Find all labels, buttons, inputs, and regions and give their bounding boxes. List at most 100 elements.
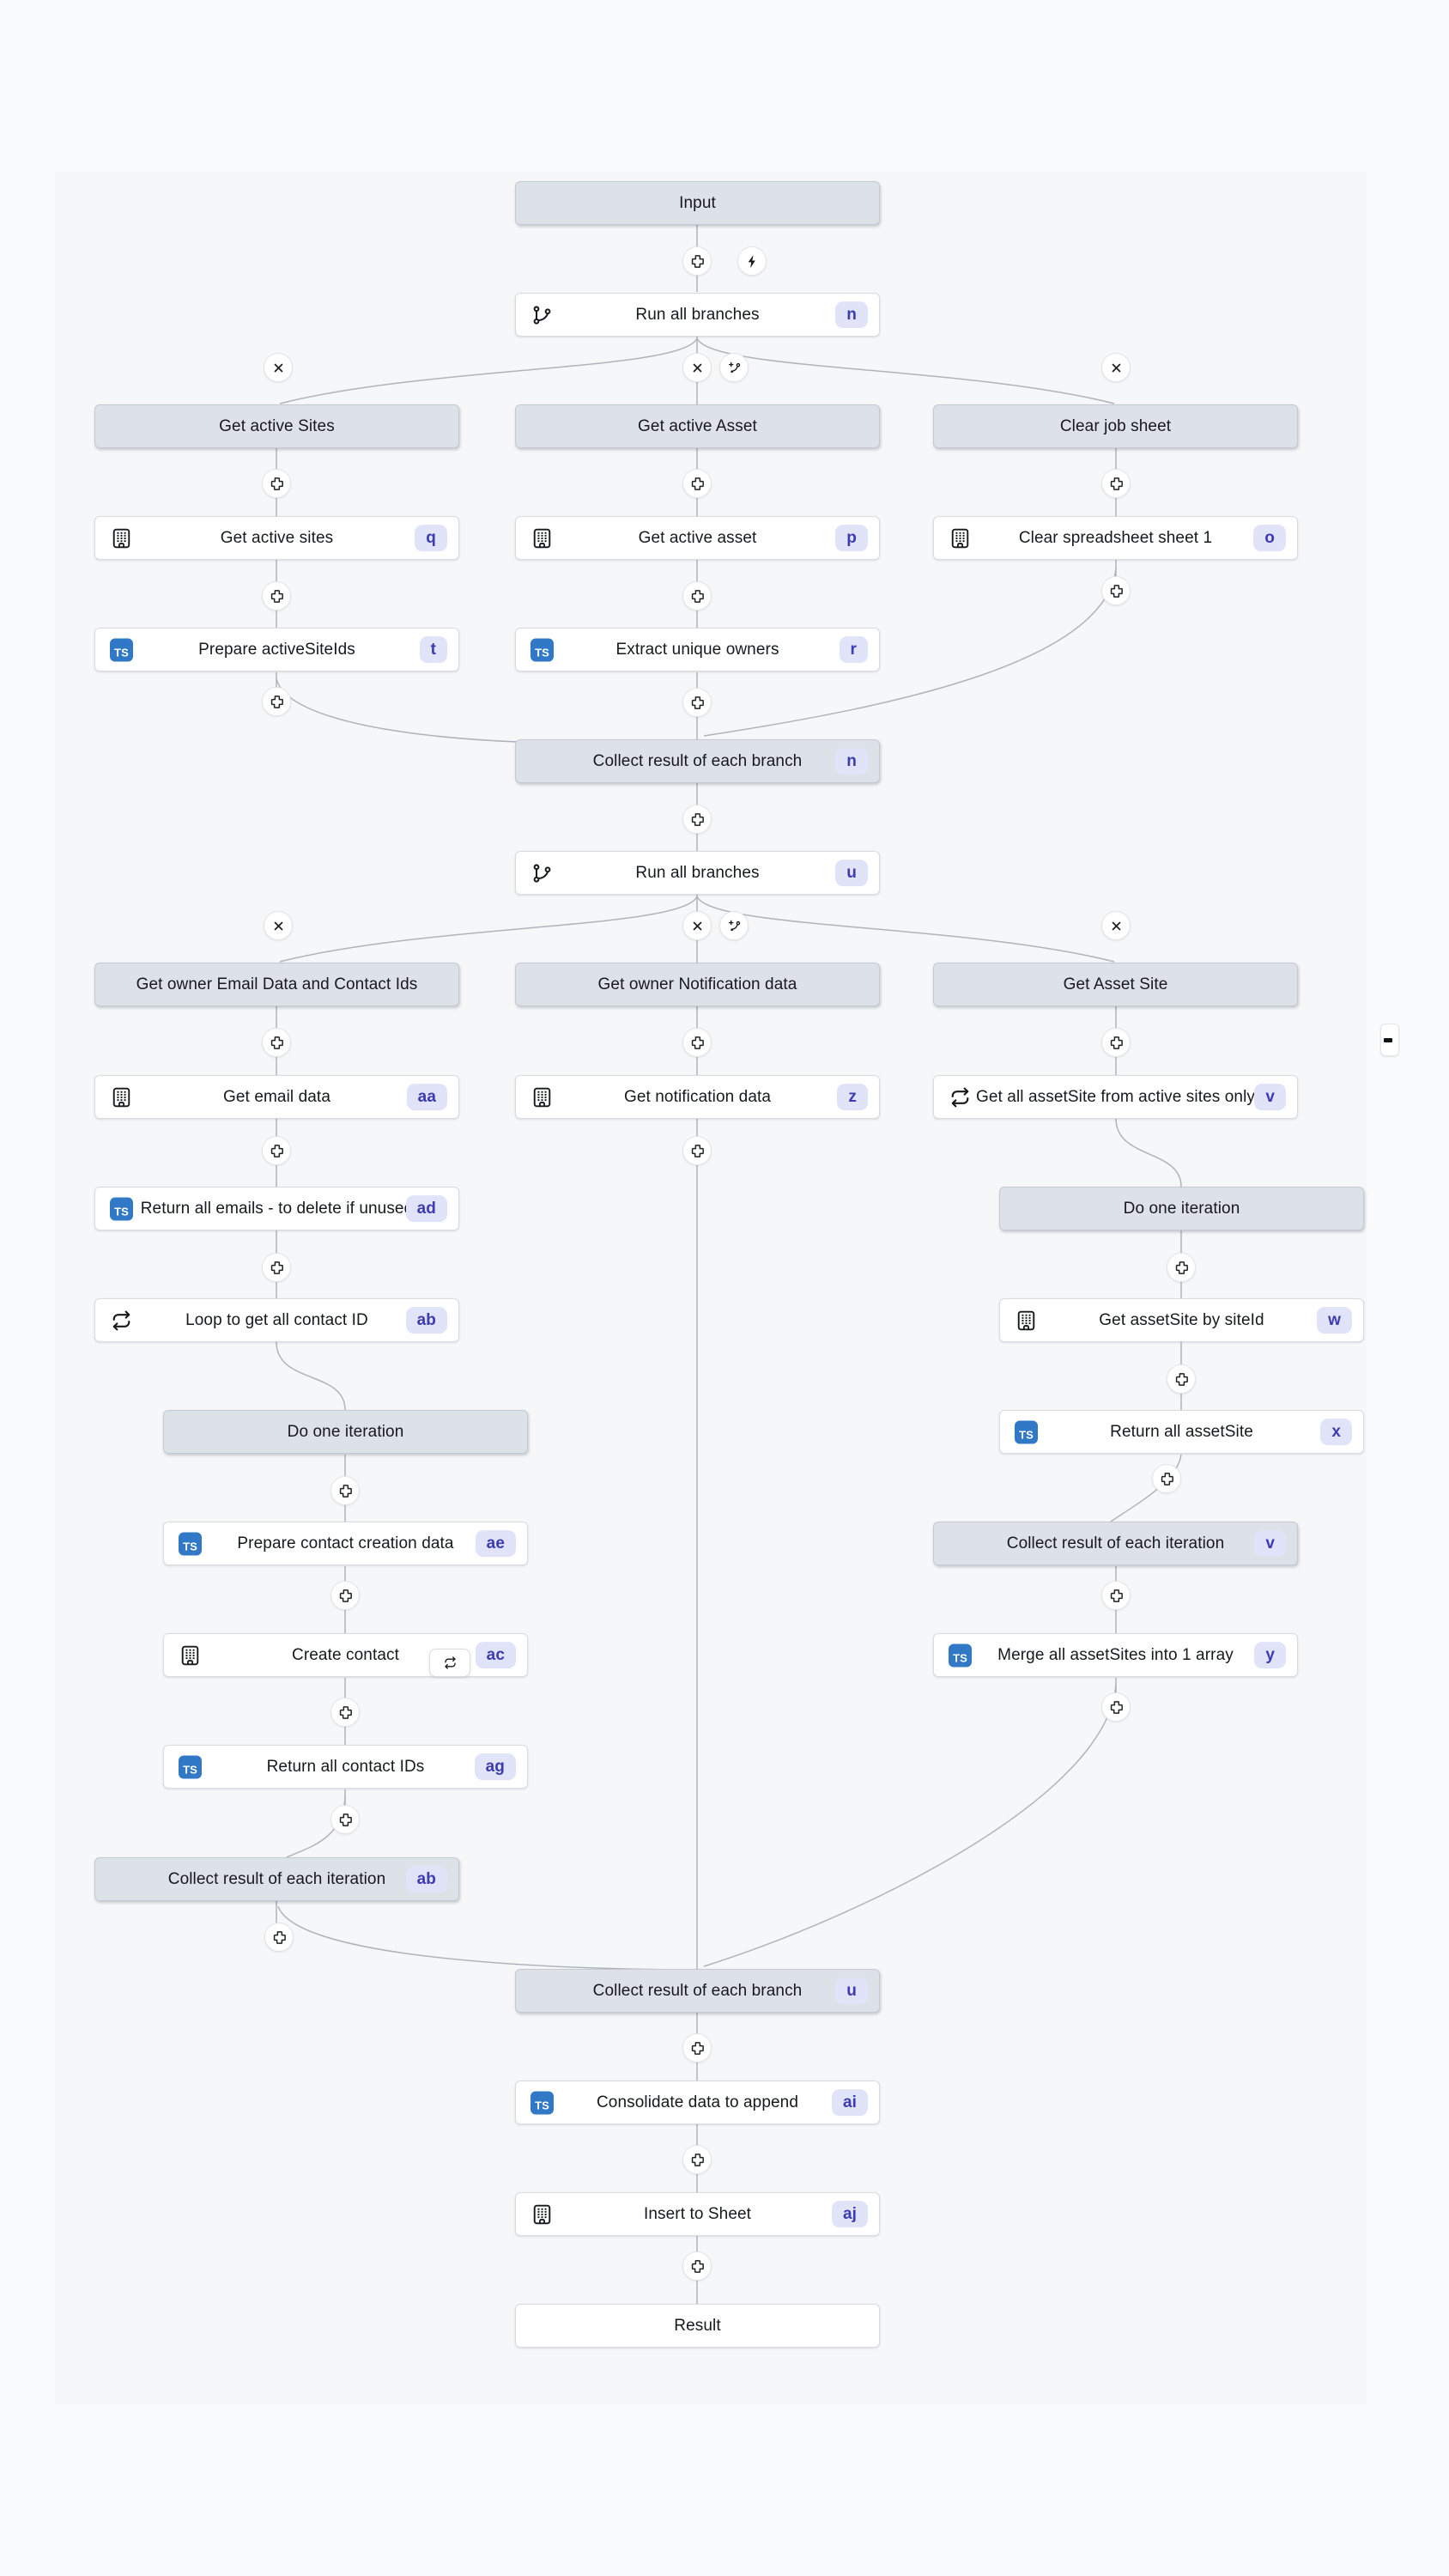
node-get-email-data[interactable]: Get email data aa	[94, 1075, 459, 1119]
plus-icon	[339, 1589, 352, 1602]
close-icon	[1112, 921, 1120, 930]
plus-icon	[270, 1036, 283, 1049]
node-create-contact[interactable]: Create contact ac	[163, 1633, 528, 1677]
node-get-active-asset[interactable]: Get active asset p	[515, 516, 880, 560]
node-input[interactable]: Input	[515, 181, 880, 225]
node-label: Get Asset Site	[1063, 975, 1168, 993]
node-label: Return all assetSite	[1110, 1422, 1253, 1441]
delete-branch-button[interactable]	[1101, 911, 1131, 940]
git-branch-icon	[530, 861, 554, 884]
add-step-button[interactable]	[682, 2033, 712, 2063]
add-step-button[interactable]	[682, 1136, 712, 1165]
node-consolidate-data-to-append[interactable]: TS Consolidate data to append ai	[515, 2081, 880, 2124]
add-step-button[interactable]	[682, 581, 712, 611]
node-badge: q	[415, 524, 447, 552]
node-collect-result-iteration-left[interactable]: Collect result of each iteration ab	[94, 1857, 459, 1901]
node-prepare-contact-creation-data[interactable]: TS Prepare contact creation data ae	[163, 1522, 528, 1565]
node-result[interactable]: Result	[515, 2304, 880, 2348]
node-return-all-assetsite[interactable]: TS Return all assetSite x	[999, 1410, 1364, 1454]
delete-branch-button[interactable]	[682, 353, 712, 382]
node-label: Consolidate data to append	[596, 2093, 798, 2111]
delete-branch-button[interactable]	[1101, 353, 1131, 382]
node-return-all-emails[interactable]: TS Return all emails - to delete if unus…	[94, 1187, 459, 1230]
node-header-do-one-iteration-left[interactable]: Do one iteration	[163, 1410, 528, 1454]
trigger-button[interactable]	[737, 246, 767, 276]
delete-branch-button[interactable]	[682, 911, 712, 940]
add-step-button[interactable]	[1101, 469, 1131, 498]
loop-icon	[110, 1309, 133, 1332]
add-step-button[interactable]	[1167, 1253, 1196, 1282]
node-header-get-active-asset[interactable]: Get active Asset	[515, 404, 880, 448]
add-step-button[interactable]	[264, 1923, 294, 1952]
add-branch-button[interactable]	[719, 911, 749, 940]
add-step-button[interactable]	[682, 2145, 712, 2174]
node-label: Collect result of each branch	[592, 1981, 803, 2000]
node-insert-to-sheet[interactable]: Insert to Sheet aj	[515, 2192, 880, 2236]
add-branch-button[interactable]	[719, 353, 749, 382]
close-icon	[274, 921, 282, 930]
node-run-all-branches-1[interactable]: Run all branches n	[515, 293, 880, 337]
node-get-active-sites[interactable]: Get active sites q	[94, 516, 459, 560]
delete-branch-button[interactable]	[264, 911, 293, 940]
add-step-button[interactable]	[682, 688, 712, 717]
add-step-button[interactable]	[1101, 1028, 1131, 1057]
retry-loop-chip[interactable]	[429, 1649, 470, 1677]
node-header-get-owner-email-data[interactable]: Get owner Email Data and Contact Ids	[94, 963, 459, 1006]
node-get-assetsite-by-siteid[interactable]: Get assetSite by siteId w	[999, 1298, 1364, 1342]
node-label: Insert to Sheet	[643, 2204, 752, 2223]
node-run-all-branches-2[interactable]: Run all branches u	[515, 851, 880, 895]
node-loop-to-get-all-contact-id[interactable]: Loop to get all contact ID ab	[94, 1298, 459, 1342]
building-icon	[179, 1643, 202, 1667]
node-header-clear-job-sheet[interactable]: Clear job sheet	[933, 404, 1298, 448]
node-badge: ab	[405, 1306, 447, 1334]
add-step-button[interactable]	[682, 1028, 712, 1057]
add-step-button[interactable]	[330, 1805, 360, 1834]
git-branch-icon	[530, 303, 554, 326]
add-step-button[interactable]	[682, 805, 712, 834]
node-clear-spreadsheet-sheet-1[interactable]: Clear spreadsheet sheet 1 o	[933, 516, 1298, 560]
node-extract-unique-owners[interactable]: TS Extract unique owners r	[515, 628, 880, 671]
node-prepare-activesiteids[interactable]: TS Prepare activeSiteIds t	[94, 628, 459, 671]
node-merge-all-assetsites[interactable]: TS Merge all assetSites into 1 array y	[933, 1633, 1298, 1677]
add-step-button[interactable]	[262, 469, 291, 498]
add-step-button[interactable]	[682, 246, 712, 276]
delete-branch-button[interactable]	[264, 353, 293, 382]
add-step-button[interactable]	[262, 687, 291, 716]
add-step-button[interactable]	[330, 1581, 360, 1610]
node-label: Collect result of each iteration	[1006, 1534, 1225, 1552]
plus-icon	[691, 1036, 704, 1049]
plus-icon	[339, 1484, 352, 1498]
node-return-all-contact-ids[interactable]: TS Return all contact IDs ag	[163, 1745, 528, 1789]
canvas-side-control[interactable]	[1380, 1024, 1399, 1056]
node-collect-result-branch-1[interactable]: Collect result of each branch n	[515, 739, 880, 783]
add-step-button[interactable]	[262, 1028, 291, 1057]
add-step-button[interactable]	[330, 1476, 360, 1505]
add-step-button[interactable]	[1101, 1581, 1131, 1610]
node-label: Prepare contact creation data	[237, 1534, 454, 1552]
node-get-notification-data[interactable]: Get notification data z	[515, 1075, 880, 1119]
add-step-button[interactable]	[330, 1698, 360, 1727]
node-header-do-one-iteration-right[interactable]: Do one iteration	[999, 1187, 1364, 1230]
add-step-button[interactable]	[1101, 576, 1131, 605]
node-badge: y	[1254, 1641, 1286, 1669]
typescript-icon: TS	[110, 638, 133, 661]
node-header-get-asset-site[interactable]: Get Asset Site	[933, 963, 1298, 1006]
node-label: Collect result of each branch	[592, 751, 803, 770]
node-get-all-assetsite[interactable]: Get all assetSite from active sites only…	[933, 1075, 1298, 1119]
add-step-button[interactable]	[262, 1253, 291, 1282]
node-collect-result-iteration-right[interactable]: Collect result of each iteration v	[933, 1522, 1298, 1565]
add-step-button[interactable]	[262, 581, 291, 611]
add-step-button[interactable]	[1152, 1464, 1181, 1493]
add-step-button[interactable]	[1167, 1364, 1196, 1394]
add-step-button[interactable]	[682, 2251, 712, 2281]
workflow-canvas[interactable]	[55, 171, 1367, 2404]
building-icon	[949, 526, 972, 550]
node-collect-result-branch-2[interactable]: Collect result of each branch u	[515, 1969, 880, 2013]
building-icon	[1015, 1309, 1038, 1332]
add-step-button[interactable]	[682, 469, 712, 498]
add-step-button[interactable]	[1101, 1692, 1131, 1722]
node-header-get-owner-notification-data[interactable]: Get owner Notification data	[515, 963, 880, 1006]
add-step-button[interactable]	[262, 1136, 291, 1165]
node-badge: aa	[406, 1083, 447, 1111]
node-header-get-active-sites[interactable]: Get active Sites	[94, 404, 459, 448]
